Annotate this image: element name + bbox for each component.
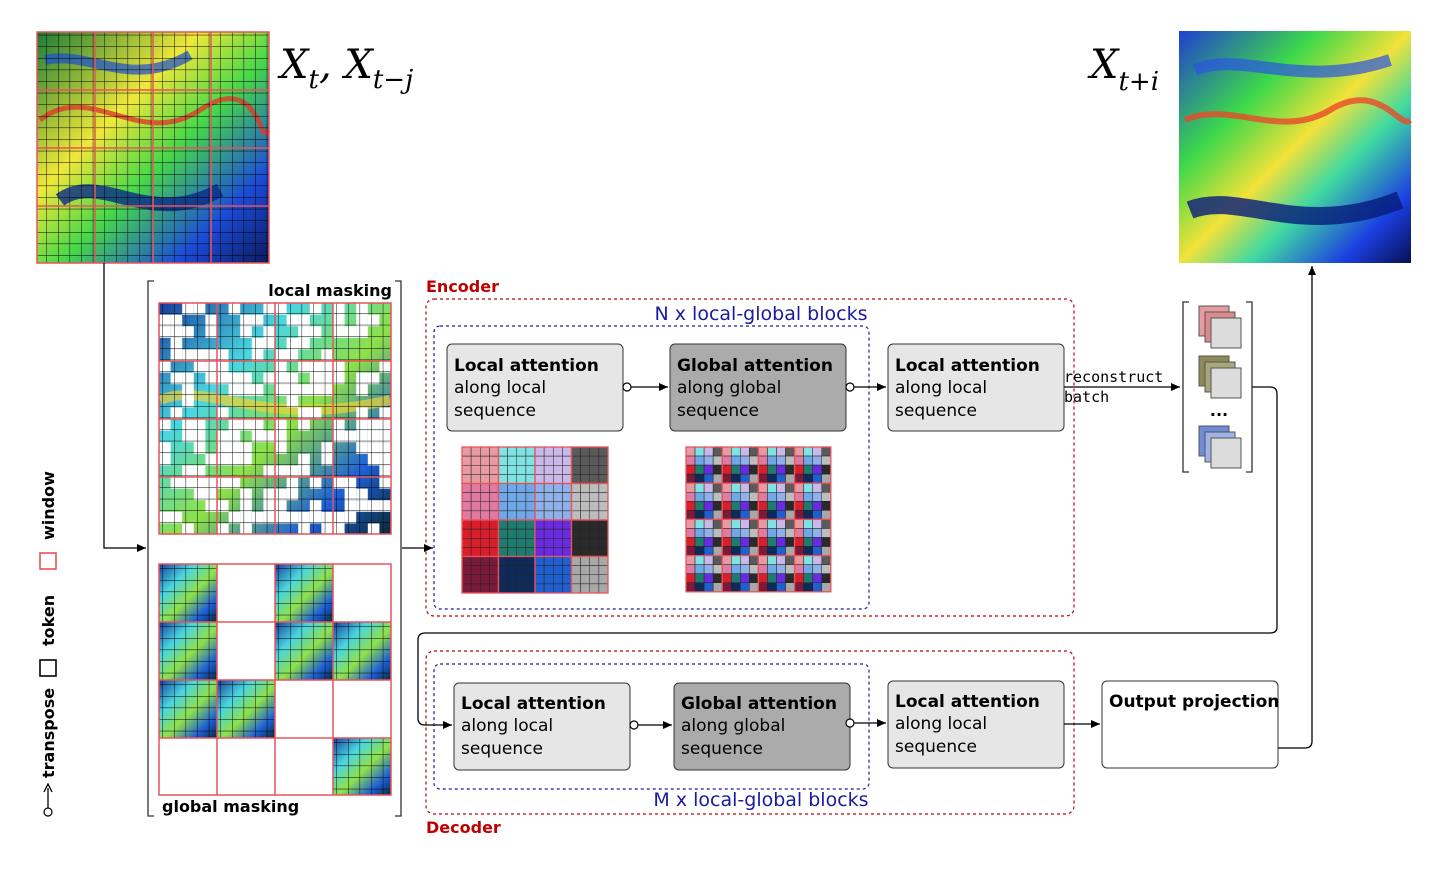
local-masking-image — [158, 302, 392, 535]
box-title: Global attention — [681, 694, 837, 714]
encoder-transpose-arrow-2 — [845, 382, 886, 392]
output-projection-title: Output projection — [1109, 692, 1279, 712]
encoder-local-attention-box-1: Local attention along local sequence — [446, 343, 624, 432]
encoder-local-attention-box-2: Local attention along local sequence — [887, 343, 1065, 432]
batch-stack: ... — [1182, 301, 1253, 473]
reconstruct-label: reconstruct — [1064, 368, 1163, 386]
transpose-icon — [43, 782, 53, 817]
token-icon — [39, 659, 57, 677]
encoder-label: Encoder — [426, 277, 499, 296]
legend: window token transpose — [39, 471, 58, 817]
legend-window-label: window — [39, 471, 58, 540]
box-title: Local attention — [461, 694, 606, 714]
output-field-image — [1179, 31, 1413, 263]
window-icon — [39, 552, 57, 570]
legend-window: window — [39, 471, 58, 570]
legend-token: token — [39, 595, 58, 677]
global-masking-label: global masking — [162, 797, 299, 816]
decoder-blocks-frame — [433, 663, 870, 790]
decoder-local-attention-box-2: Local attention along local sequence — [887, 680, 1065, 769]
batch-ellipsis: ... — [1210, 401, 1228, 420]
batch-label: batch — [1064, 388, 1109, 406]
box-line-2: sequence — [677, 401, 759, 421]
encoder-blocks-label: N x local-global blocks — [655, 303, 868, 325]
legend-transpose: transpose — [39, 688, 58, 817]
masking-bracket-right — [395, 280, 402, 817]
box-line-1: along global — [681, 716, 785, 736]
input-field-image — [36, 31, 271, 264]
global-masking-image — [158, 563, 392, 796]
batch-group-blue — [1198, 425, 1242, 469]
box-line-2: sequence — [454, 401, 536, 421]
legend-token-label: token — [39, 595, 58, 646]
box-line-2: sequence — [895, 737, 977, 757]
box-line-2: sequence — [461, 739, 543, 759]
box-line-1: along global — [677, 378, 781, 398]
encoder-blocks-frame — [433, 325, 870, 610]
box-title: Local attention — [454, 356, 599, 376]
batch-group-red — [1198, 305, 1242, 349]
decoder-global-attention-box: Global attention along global sequence — [673, 682, 851, 771]
batch-to-decoder-arrow — [417, 386, 1278, 729]
box-line-1: along local — [895, 714, 987, 734]
box-line-1: along local — [454, 378, 546, 398]
box-line-2: sequence — [681, 739, 763, 759]
decoder-transpose-arrow-2 — [845, 718, 886, 728]
encoder-frame — [425, 298, 1075, 617]
projection-to-output-arrow — [1278, 266, 1316, 749]
decoder-transpose-arrow-1 — [629, 720, 672, 730]
box-title: Global attention — [677, 356, 833, 376]
box-title: Local attention — [895, 692, 1040, 712]
masking-bracket-left — [147, 280, 154, 817]
global-sequence-token-grid — [685, 446, 832, 593]
box-line-2: sequence — [895, 401, 977, 421]
input-to-masking-arrow — [103, 263, 146, 552]
output-projection-box: Output projection — [1101, 680, 1279, 769]
local-sequence-token-grid — [461, 446, 609, 594]
box-line-1: along local — [895, 378, 987, 398]
decoder-blocks-label: M x local-global blocks — [653, 789, 868, 811]
local-masking-label: local masking — [268, 281, 392, 300]
box-title: Local attention — [895, 356, 1040, 376]
input-label: Xt, Xt−j — [277, 42, 413, 95]
box-line-1: along local — [461, 716, 553, 736]
batch-group-olive — [1198, 355, 1242, 399]
output-label: Xt+i — [1087, 42, 1159, 97]
decoder-label: Decoder — [426, 818, 501, 837]
encoder-global-attention-box: Global attention along global sequence — [669, 343, 847, 432]
legend-transpose-label: transpose — [39, 688, 58, 778]
encoder-transpose-arrow-1 — [622, 382, 668, 392]
decoder-local-attention-box-1: Local attention along local sequence — [453, 682, 631, 771]
